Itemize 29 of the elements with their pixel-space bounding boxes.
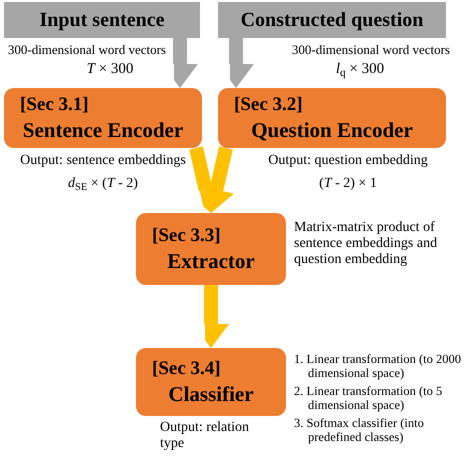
annotation-text: (T - 2) × 1 (318, 176, 378, 192)
annotation-text: 3. Softmax classifier (into predefined classes) (294, 416, 425, 445)
annotation-text: Output: sentence embeddings (19, 153, 187, 170)
module-title: Input sentence (38, 8, 166, 32)
dimension-formula: l$_{q}$ × 300 (334, 60, 386, 79)
module-box (218, 88, 446, 148)
input-box (4, 2, 200, 38)
vector-label: 300-dimensional word vectors (6, 42, 166, 58)
module-box (4, 88, 202, 148)
module-title: Classifier (167, 380, 255, 407)
module-title: Extractor (166, 248, 256, 274)
section-label: [Sec 3.3] (151, 224, 221, 248)
module-title: Constructed question (240, 8, 424, 32)
annotation-text: Output: question embedding (267, 153, 429, 170)
input-box (218, 2, 446, 38)
vector-label: 300-dimensional word vectors (290, 42, 450, 58)
annotation-text: d$_{SE}$ × (T - 2) (67, 176, 139, 192)
section-label: [Sec 3.4] (151, 357, 221, 381)
section-label: [Sec 3.1] (19, 93, 89, 117)
annotation-text: 1. Linear transformation (to 2000 dimensional space) (294, 352, 462, 381)
dimension-formula: T × 300 (86, 60, 134, 79)
module-title: Question Encoder (250, 116, 414, 143)
annotation-text: Matrix-matrix product of sentence embeddings and question embedding (294, 220, 438, 268)
annotation-text: Output: relation type (160, 420, 250, 452)
module-box (136, 348, 286, 416)
annotation-text: 2. Linear transformation (to 5 dimensional space) (294, 384, 444, 413)
module-box (136, 213, 286, 285)
section-label: [Sec 3.2] (233, 93, 303, 117)
module-title: Sentence Encoder (22, 116, 184, 143)
